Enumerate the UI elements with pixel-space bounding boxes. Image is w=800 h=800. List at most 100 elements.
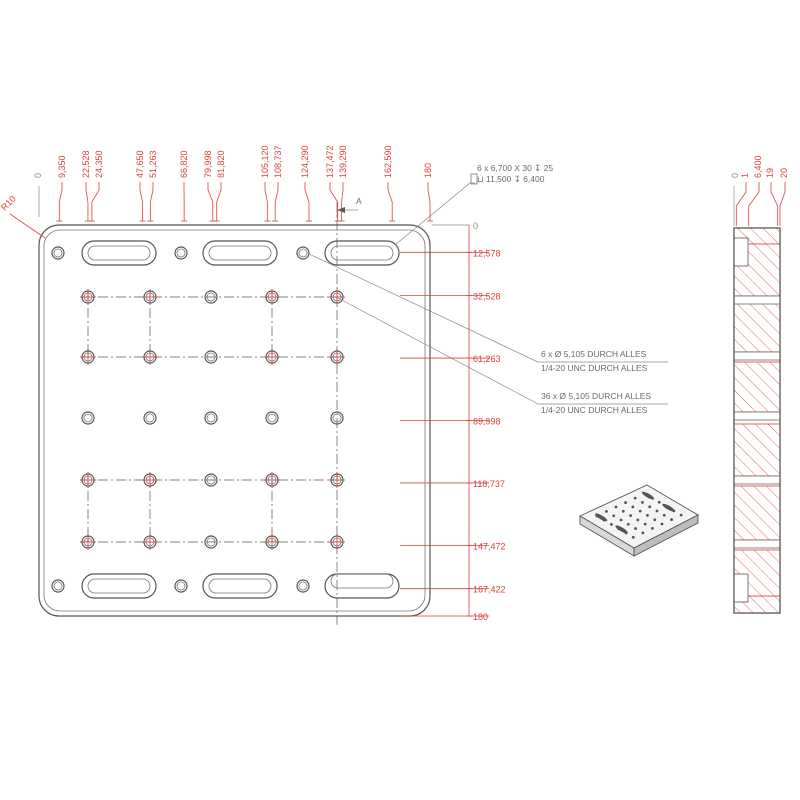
iso-hole-dot — [643, 522, 647, 526]
grid-hole-thread — [145, 413, 155, 423]
dimension-extension-line — [139, 182, 143, 221]
side-dimension-label: 19 — [765, 168, 775, 178]
dimension-extension-line — [264, 182, 268, 221]
dimension-extension-line — [85, 182, 89, 221]
edge-hole-thread — [53, 248, 63, 258]
right-dimension-label: 118,737 — [473, 479, 505, 489]
iso-hole-dot — [614, 505, 618, 509]
slots-top — [81, 240, 400, 266]
side-dimension-label: 0 — [730, 173, 740, 178]
top-dimension-label: 162,590 — [383, 145, 393, 178]
holes36-callout-line2: 1/4-20 UNC DURCH ALLES — [541, 405, 648, 415]
grid-hole-thread — [267, 413, 277, 423]
right-dimension-label: 12,578 — [473, 248, 501, 258]
right-dimensions: 012,57832,52861,26389,998118,737147,4721… — [400, 221, 506, 622]
section-marker: A — [336, 196, 362, 218]
iso-hole-dot — [670, 518, 673, 521]
slot — [202, 240, 278, 266]
iso-hole-dot — [629, 514, 632, 517]
section-marker-label: A — [356, 196, 362, 206]
slot — [202, 573, 278, 599]
dimension-extension-line — [779, 182, 786, 226]
iso-hole-dot — [631, 535, 635, 539]
grid-hole — [143, 411, 157, 425]
iso-hole-dot — [605, 510, 608, 513]
edge-hole — [174, 579, 188, 593]
grid-hole-thread — [206, 292, 216, 302]
edge-hole-thread — [298, 581, 308, 591]
grid-hole-thread — [206, 475, 216, 485]
top-dimension-label: 79,998 — [203, 150, 213, 178]
dimension-extension-line — [304, 182, 310, 221]
slot-inner — [208, 578, 272, 594]
iso-hole-dot — [646, 514, 649, 517]
iso-hole-dot — [641, 501, 644, 504]
top-dimension-label: 24,350 — [94, 150, 104, 178]
slot-inner — [330, 573, 394, 589]
dimension-extension-line — [735, 182, 747, 226]
iso-hole-dot — [655, 509, 659, 513]
section-hole — [733, 411, 781, 421]
grid-hole — [330, 411, 344, 425]
holes6-callout-line1: 6 x Ø 5,105 DURCH ALLES — [541, 349, 647, 359]
holes36-callout-leader — [335, 296, 539, 405]
top-dimension-label: 22,528 — [81, 150, 91, 178]
dimension-extension-line — [329, 182, 339, 221]
top-dimension-label: 81,820 — [216, 150, 226, 178]
dimension-extension-line — [748, 182, 760, 226]
iso-hole-dot — [633, 496, 637, 500]
slots-bottom — [81, 573, 400, 599]
top-dimension-label: 51,263 — [148, 150, 158, 178]
iso-hole-dot — [631, 505, 635, 509]
dimension-extension-line — [207, 182, 214, 221]
slot — [81, 573, 157, 599]
iso-hole-dot — [610, 523, 613, 526]
iso-hole-dot — [641, 531, 645, 535]
right-dimension-label: 180 — [473, 612, 488, 622]
iso-right-face — [633, 514, 699, 557]
iso-slot — [595, 513, 608, 522]
grid-hole — [204, 350, 218, 364]
holes6-callout-leader — [306, 252, 539, 363]
edge-hole — [296, 579, 310, 593]
grid-hole-thread — [332, 413, 342, 423]
section-hole — [733, 351, 781, 361]
top-dimension-label: 108,737 — [273, 145, 283, 178]
iso-slot — [615, 525, 628, 534]
right-dimension-label: 167,422 — [473, 585, 506, 595]
dimension-extension-line — [770, 182, 779, 226]
grid-hole — [204, 411, 218, 425]
edge-hole-thread — [298, 248, 308, 258]
iso-hole-dot — [621, 509, 625, 513]
section-hole — [733, 539, 781, 549]
dimension-extension-line — [427, 182, 431, 221]
radius-leader — [9, 213, 46, 239]
top-dimension-label: 139,290 — [338, 145, 348, 178]
top-dimension-label: 137,472 — [325, 145, 335, 178]
plate-inner-edge — [43, 229, 426, 612]
grid-hole-thread — [206, 352, 216, 362]
holes36-callout-line1: 36 x Ø 5,105 DURCH ALLES — [541, 391, 651, 401]
iso-hole-dot — [662, 513, 666, 517]
slot — [81, 240, 157, 266]
top-dimension-label: 105,120 — [260, 145, 270, 178]
section-hatch-band — [733, 361, 781, 413]
slot-callout-line1: 6 x 6,700 X 30 ↧ 25 — [477, 163, 553, 173]
slot — [324, 240, 400, 266]
iso-hole-dot — [638, 509, 642, 513]
section-outline-overlay — [733, 227, 781, 614]
top-dimension-label: 180 — [423, 163, 433, 178]
iso-hole-dot — [634, 527, 637, 530]
grid-hole — [204, 473, 218, 487]
edge-hole-thread — [176, 581, 186, 591]
iso-hole-dot — [626, 522, 630, 526]
grid-hole-thread — [206, 413, 216, 423]
counterbore — [733, 237, 749, 267]
edge-hole — [296, 246, 310, 260]
iso-hole-dot — [636, 518, 640, 522]
iso-hole-dot — [651, 527, 654, 530]
